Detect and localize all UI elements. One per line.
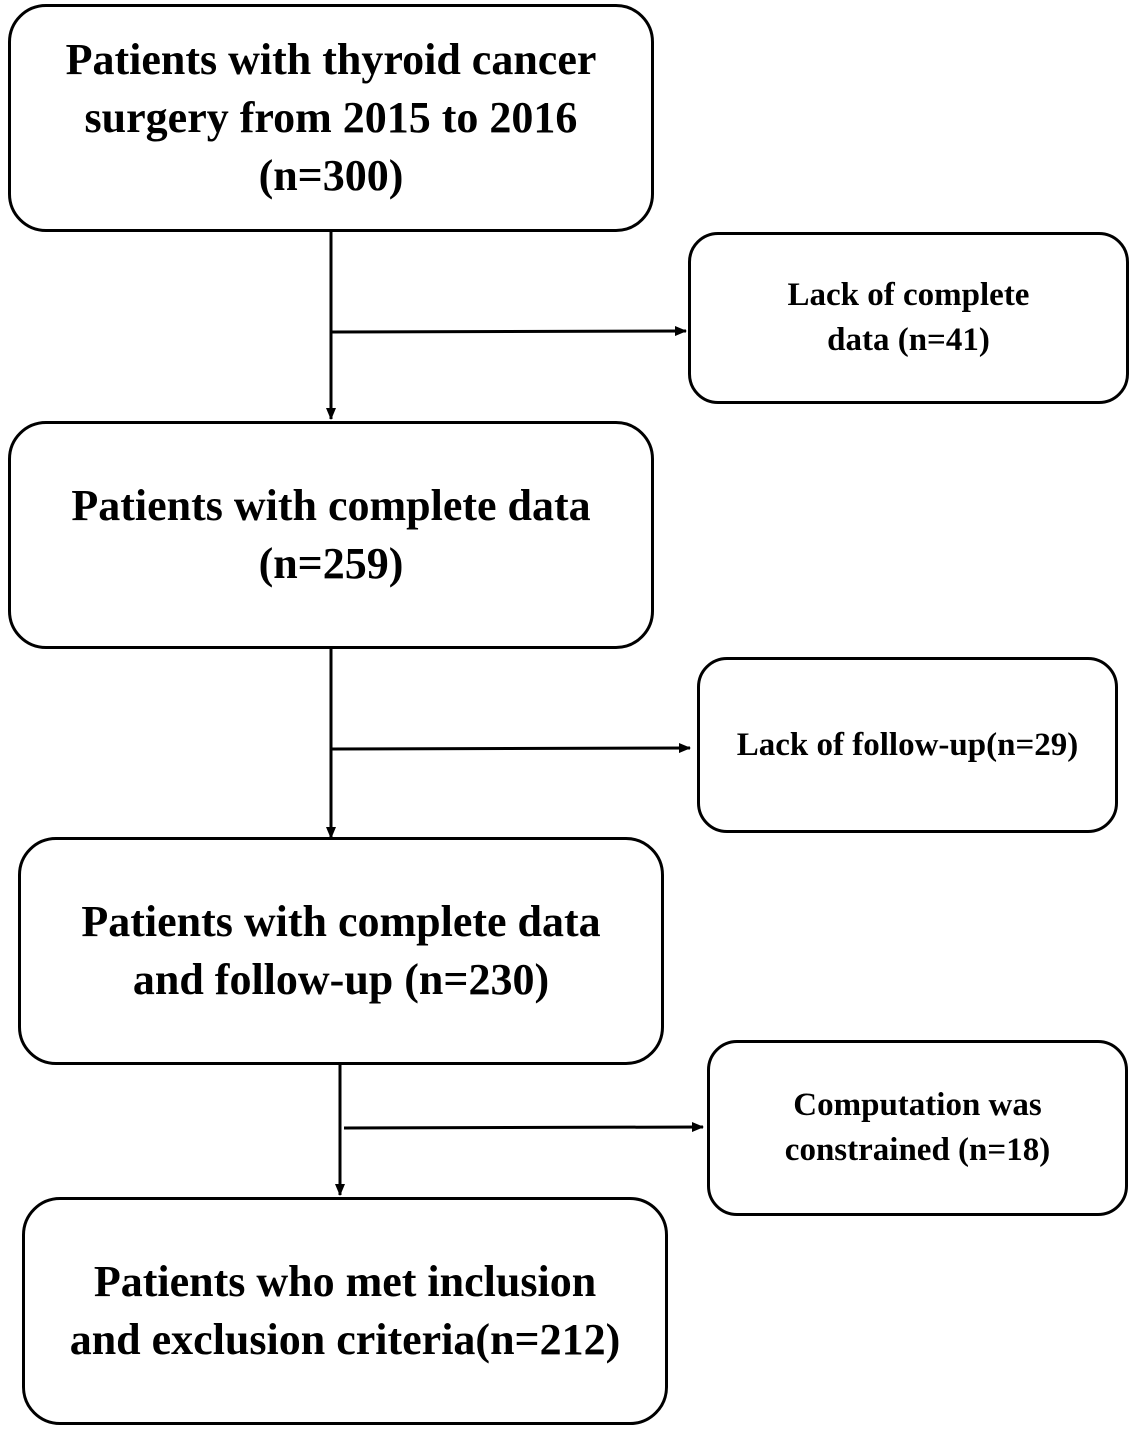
step-label: Patients who met inclusion and exclusion… [69, 1257, 621, 1364]
step-label: Patients with thyroid cancer surgery fro… [65, 35, 597, 200]
exclusion-label: Lack of follow-up(n=29) [736, 726, 1079, 763]
step-label: Patients with complete data and follow-u… [81, 897, 601, 1004]
step-box-final-cohort: Patients who met inclusion and exclusion… [22, 1197, 668, 1425]
exclusion-box-computation-constrained: Computation was constrained (n=18) [707, 1040, 1128, 1216]
step-label: Patients with complete data (n=259) [71, 481, 591, 588]
exclusion-label: Computation was constrained (n=18) [784, 1087, 1051, 1168]
arrow-to-exclusion-3 [343, 1122, 704, 1133]
exclusion-box-no-follow-up: Lack of follow-up(n=29) [697, 657, 1118, 833]
arrow-to-exclusion-2 [330, 743, 691, 754]
exclusion-label: Lack of complete data (n=41) [787, 277, 1030, 358]
exclusion-box-incomplete-data: Lack of complete data (n=41) [688, 232, 1129, 404]
arrow-to-exclusion-1 [330, 326, 687, 337]
step-box-complete-data: Patients with complete data (n=259) [8, 421, 654, 649]
step-box-complete-data-follow-up: Patients with complete data and follow-u… [18, 837, 664, 1065]
step-box-initial-patients: Patients with thyroid cancer surgery fro… [8, 4, 654, 232]
